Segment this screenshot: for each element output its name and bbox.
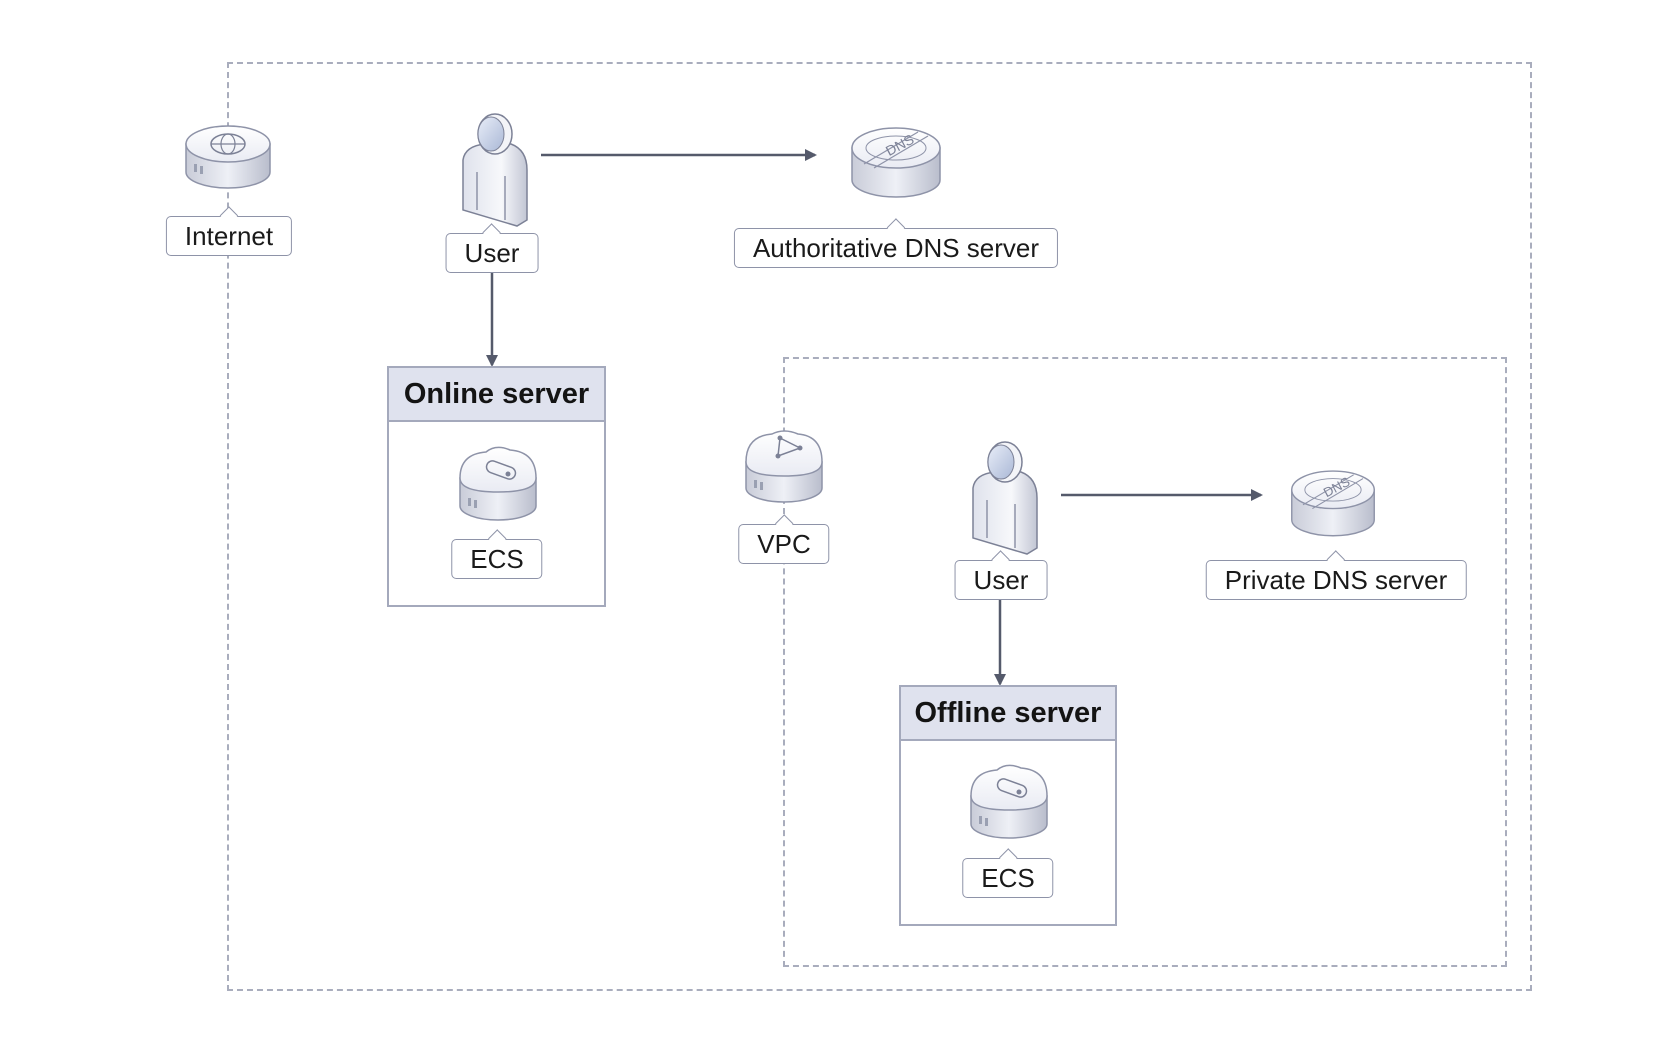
dns-server-icon: DNS xyxy=(1291,470,1375,537)
offline-server-title: Offline server xyxy=(901,687,1115,741)
online-ecs-label: ECS xyxy=(451,539,543,579)
user-label: User xyxy=(445,233,539,273)
vpc-label: VPC xyxy=(738,524,830,564)
user-person-icon xyxy=(462,113,528,227)
user-person-icon xyxy=(972,441,1038,555)
vpc-icon xyxy=(745,430,823,503)
online-server-title: Online server xyxy=(389,368,604,422)
private-dns-label: Private DNS server xyxy=(1205,560,1467,600)
globe-router-icon xyxy=(185,125,271,189)
ecs-cloud-server-icon xyxy=(970,764,1048,839)
authoritative-dns-label: Authoritative DNS server xyxy=(733,228,1059,268)
vpc-boundary-frame xyxy=(783,357,1507,967)
internet-boundary-frame xyxy=(227,62,1532,991)
ecs-cloud-server-icon xyxy=(459,446,537,521)
dns-server-icon: DNS xyxy=(851,127,941,198)
internet-label: Internet xyxy=(165,216,293,256)
private-user-label: User xyxy=(954,560,1048,600)
offline-ecs-label: ECS xyxy=(962,858,1054,898)
